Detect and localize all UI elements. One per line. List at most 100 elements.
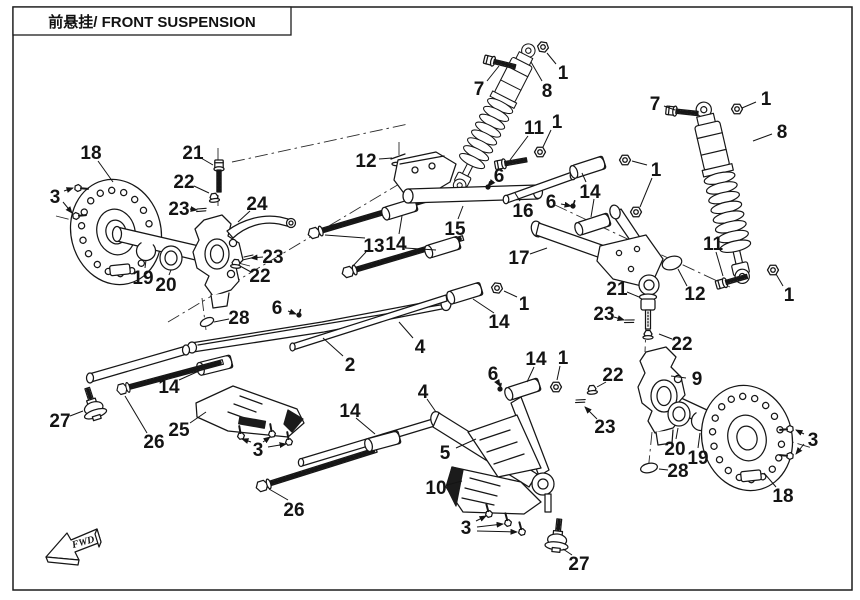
callout-leader	[178, 370, 200, 381]
callout-6: 6	[272, 298, 283, 319]
ball-stud-21b	[638, 293, 658, 330]
callout-leader	[262, 436, 271, 444]
callout-leader	[324, 234, 366, 239]
callout-19: 19	[687, 448, 708, 469]
callout-leader	[476, 521, 504, 528]
callout-22: 22	[602, 365, 623, 386]
callout-leader	[560, 201, 572, 208]
callout-leader	[715, 251, 724, 277]
callout-leader	[581, 172, 587, 183]
callout-leader	[267, 442, 287, 449]
circlip-left	[135, 240, 157, 262]
callout-7: 7	[474, 79, 485, 100]
callout-21: 21	[182, 143, 204, 164]
callout-leader	[63, 187, 74, 193]
callout-23: 23	[593, 304, 614, 325]
callout-leader	[398, 321, 414, 339]
callout-leader	[69, 410, 84, 417]
callout-leader	[658, 333, 673, 340]
callout-leader	[526, 366, 535, 383]
callout-leader	[486, 65, 500, 82]
callout-leader	[631, 160, 648, 166]
callout-5: 5	[440, 443, 451, 464]
lock-nut-1d	[730, 103, 744, 115]
callout-14: 14	[339, 401, 361, 422]
callout-leader	[562, 548, 573, 556]
callout-3: 3	[461, 518, 472, 539]
callout-leader	[697, 432, 701, 449]
callout-4: 4	[415, 337, 426, 358]
callout-leader	[287, 308, 297, 315]
callout-leader	[626, 291, 640, 298]
callout-leader	[144, 259, 147, 269]
callout-leader	[530, 61, 543, 82]
callout-20: 20	[155, 275, 176, 296]
callout-leader	[677, 268, 688, 287]
callout-23: 23	[594, 417, 615, 438]
callout-leader	[213, 318, 230, 323]
callout-3: 3	[50, 187, 61, 208]
callout-7: 7	[650, 94, 661, 115]
callout-leader	[355, 417, 376, 435]
callout-6: 6	[488, 364, 499, 385]
callout-22: 22	[249, 266, 270, 287]
callout-11: 11	[703, 234, 724, 255]
callout-leader	[398, 215, 403, 235]
callout-leader	[378, 157, 393, 160]
steering-arm-left	[226, 215, 297, 239]
callout-leader	[250, 254, 264, 261]
callout-leader	[494, 378, 501, 387]
callout-leader	[200, 157, 214, 166]
callout-23: 23	[262, 247, 283, 268]
o-ring-12b	[661, 255, 683, 271]
lock-nut-1h	[549, 381, 563, 393]
arm-guard-10	[445, 466, 542, 515]
callout-leader	[472, 298, 495, 314]
callout-leader	[193, 185, 210, 194]
callout-leader	[488, 179, 496, 187]
callout-26: 26	[143, 432, 164, 453]
callout-leader	[613, 315, 625, 322]
lock-nut-1i	[766, 264, 780, 276]
callout-leader	[763, 472, 777, 488]
callout-15: 15	[444, 219, 466, 240]
callout-1: 1	[651, 160, 662, 181]
callout-12: 12	[355, 151, 376, 172]
callout-leader	[658, 468, 669, 471]
callout-22: 22	[671, 334, 692, 355]
callout-leader	[168, 269, 172, 276]
callout-18: 18	[772, 486, 793, 507]
callout-12: 12	[684, 284, 705, 305]
callout-19: 19	[132, 268, 153, 289]
callout-1: 1	[558, 63, 569, 84]
callout-4: 4	[418, 382, 429, 403]
callout-leader	[752, 133, 773, 142]
callout-leader	[741, 101, 757, 109]
callout-leader	[446, 480, 463, 486]
callout-leader	[97, 160, 114, 183]
callout-leader	[529, 247, 548, 255]
callout-1: 1	[552, 112, 563, 133]
callout-20: 20	[664, 439, 685, 460]
callout-leader	[596, 381, 607, 388]
callout-3: 3	[808, 430, 819, 451]
callout-leader	[475, 515, 487, 522]
callout-leader	[639, 177, 653, 208]
callout-leader	[426, 398, 437, 413]
lock-nut-1e	[618, 154, 632, 166]
lock-nut-1f	[629, 206, 643, 218]
callout-leader	[584, 406, 598, 420]
callout-leader	[503, 290, 518, 298]
callout-6: 6	[494, 166, 505, 187]
lower-arm-right-5	[430, 396, 555, 513]
steering-knuckle-left	[192, 214, 244, 309]
callout-24: 24	[246, 194, 268, 215]
lock-nut-1b	[533, 146, 547, 158]
callout-leader	[241, 438, 252, 444]
callout-27: 27	[568, 554, 589, 575]
lower-tube-left	[85, 344, 191, 384]
callout-16: 16	[512, 201, 533, 222]
callout-8: 8	[777, 122, 788, 143]
